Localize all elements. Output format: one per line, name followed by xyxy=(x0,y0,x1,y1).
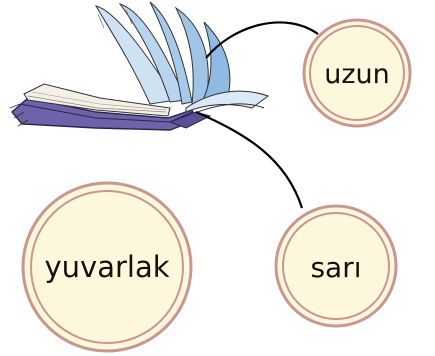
line-to-sari xyxy=(195,110,304,209)
bubble-yuvarlak[interactable]: yuvarlak xyxy=(21,181,193,353)
line-to-uzun xyxy=(205,21,319,59)
bubble-uzun[interactable]: uzun xyxy=(302,18,412,128)
open-book-icon xyxy=(9,1,270,131)
bubble-yuvarlak-label: yuvarlak xyxy=(44,250,169,284)
bubble-sari[interactable]: sarı xyxy=(274,204,398,328)
bubble-sari-label: sarı xyxy=(310,251,361,284)
bubble-uzun-label: uzun xyxy=(324,59,390,90)
